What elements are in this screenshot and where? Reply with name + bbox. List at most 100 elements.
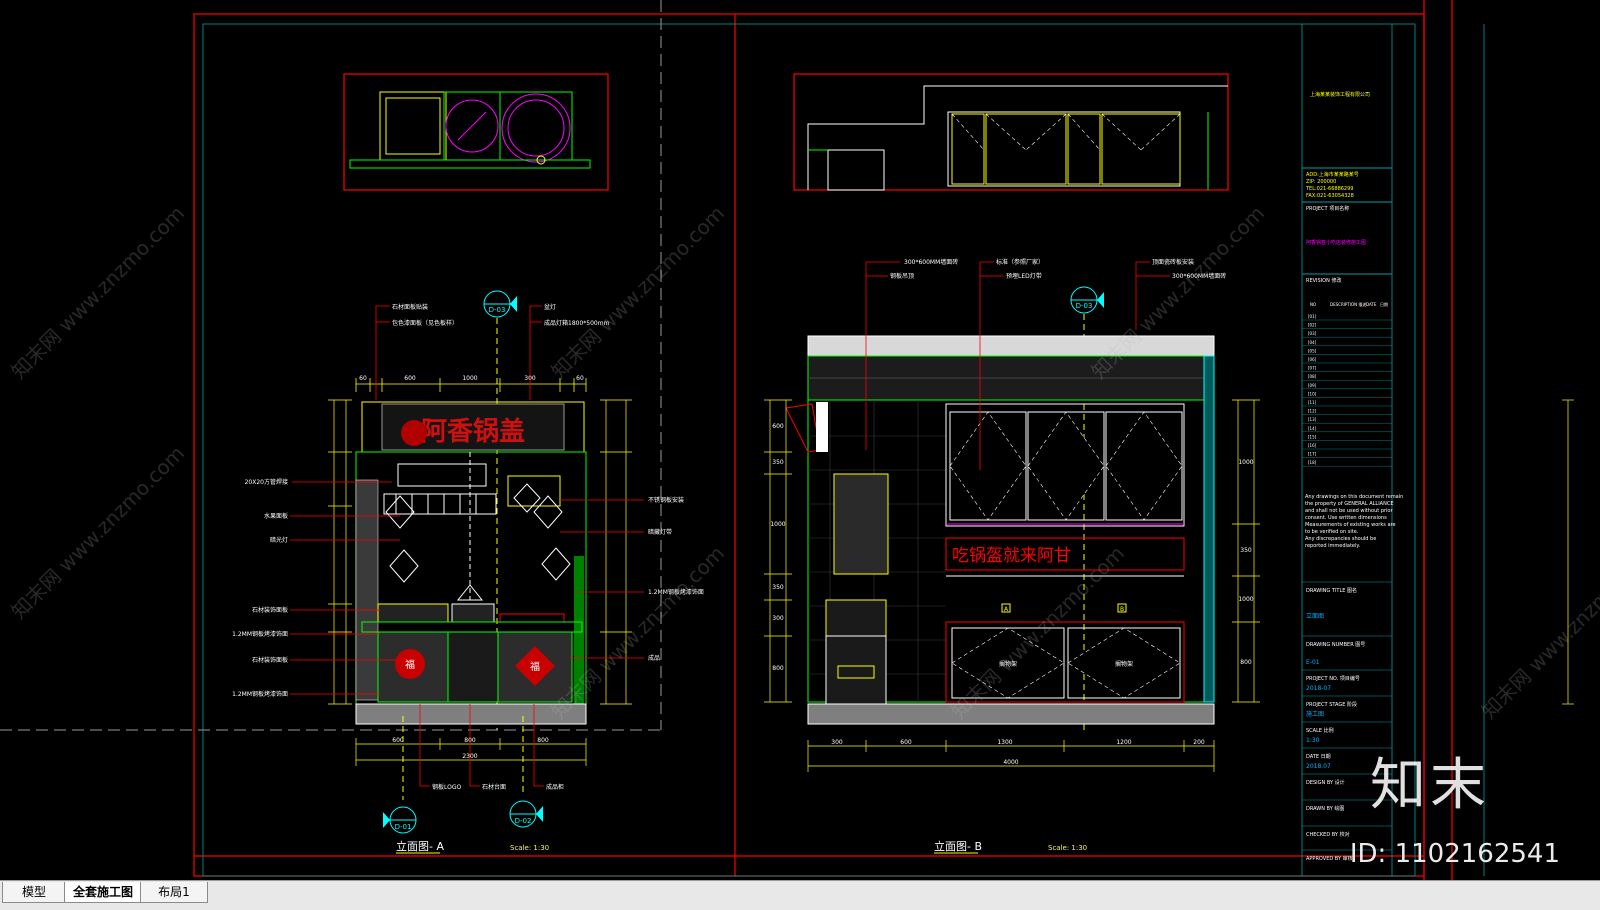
revision-row: [04] bbox=[1308, 340, 1317, 345]
svg-text:知末网 www.znzmo.com: 知末网 www.znzmo.com bbox=[7, 441, 189, 623]
svg-text:E-01: E-01 bbox=[1306, 659, 1320, 666]
svg-text:盆灯: 盆灯 bbox=[544, 303, 556, 311]
revision-row: [02] bbox=[1308, 323, 1317, 328]
svg-text:DATE 日期: DATE 日期 bbox=[1306, 754, 1331, 760]
revision-row: [08] bbox=[1308, 374, 1317, 379]
svg-text:石材台面: 石材台面 bbox=[482, 783, 506, 791]
callout-d03b-label: D-03 bbox=[1076, 302, 1093, 310]
revision-row: [17] bbox=[1308, 452, 1317, 457]
callout-d03-right: D-03 bbox=[1070, 286, 1104, 730]
tab-full-construction-drawings[interactable]: 全套施工图 bbox=[64, 882, 142, 903]
svg-text:APPROVED BY 审核: APPROVED BY 审核 bbox=[1306, 855, 1353, 862]
svg-text:钢板吊顶: 钢板吊顶 bbox=[890, 272, 914, 280]
svg-text:60: 60 bbox=[359, 375, 367, 382]
elevation-a-scale: Scale: 1:30 bbox=[510, 844, 549, 852]
callout-d02: D-02 bbox=[509, 716, 543, 828]
next-sheet-edge bbox=[1562, 399, 1574, 705]
svg-text:不锈钢板安装: 不锈钢板安装 bbox=[648, 496, 684, 504]
svg-text:预埋LED灯带: 预埋LED灯带 bbox=[1006, 272, 1042, 280]
svg-text:300: 300 bbox=[831, 739, 843, 746]
svg-text:2018-07: 2018-07 bbox=[1306, 685, 1331, 692]
svg-text:800: 800 bbox=[772, 665, 784, 672]
elevation-a: D-03 60 600 1000 300 60 阿香锅盖 bbox=[232, 290, 704, 854]
revision-row: [03] bbox=[1308, 331, 1317, 336]
watermark-id: ID: 1102162541 bbox=[1349, 839, 1560, 869]
svg-text:1200: 1200 bbox=[1116, 739, 1131, 746]
svg-text:钢板LOGO: 钢板LOGO bbox=[432, 783, 462, 791]
svg-text:350: 350 bbox=[1240, 547, 1252, 554]
svg-text:A: A bbox=[1004, 606, 1009, 613]
svg-text:DESIGN BY 设计: DESIGN BY 设计 bbox=[1306, 779, 1345, 786]
svg-text:TEL:021-66886299: TEL:021-66886299 bbox=[1305, 186, 1353, 192]
revision-row: [15] bbox=[1308, 434, 1317, 439]
svg-text:DRAWN BY 绘图: DRAWN BY 绘图 bbox=[1306, 805, 1344, 812]
svg-text:日期: 日期 bbox=[1380, 301, 1388, 307]
callout-d01-label: D-01 bbox=[395, 823, 412, 831]
svg-text:ZIP: 200000: ZIP: 200000 bbox=[1306, 179, 1336, 185]
watermark-logo: 知末 bbox=[1370, 753, 1490, 818]
callout-d03-label: D-03 bbox=[489, 306, 506, 314]
revision-row: [13] bbox=[1308, 417, 1317, 422]
revision-row: [12] bbox=[1308, 409, 1317, 414]
svg-text:1000: 1000 bbox=[1238, 459, 1253, 466]
svg-text:PROJECT NO. 项目编号: PROJECT NO. 项目编号 bbox=[1306, 675, 1360, 682]
svg-text:200: 200 bbox=[1193, 739, 1205, 746]
revision-row: [09] bbox=[1308, 383, 1317, 388]
svg-text:600: 600 bbox=[392, 737, 404, 744]
sign-text: 阿香锅盖 bbox=[421, 416, 525, 447]
revision-row: [01] bbox=[1308, 314, 1317, 319]
svg-text:FAX:021-63054328: FAX:021-63054328 bbox=[1306, 193, 1354, 199]
tab-model[interactable]: 模型 bbox=[2, 882, 66, 903]
revision-row: [11] bbox=[1308, 400, 1317, 405]
svg-text:1.2MM钢板烤漆饰面: 1.2MM钢板烤漆饰面 bbox=[232, 690, 288, 698]
title-block: 上海某某装饰工程有限公司 ADD:上海市某某路某号 ZIP: 200000 TE… bbox=[1302, 91, 1403, 862]
svg-text:NO: NO bbox=[1310, 302, 1316, 307]
svg-text:立面图: 立面图 bbox=[1306, 612, 1324, 620]
callout-d01: D-01 bbox=[383, 716, 417, 834]
svg-text:阿香锅盔小吃店装修施工图: 阿香锅盔小吃店装修施工图 bbox=[1306, 239, 1366, 246]
svg-text:800: 800 bbox=[1240, 659, 1252, 666]
svg-text:350: 350 bbox=[772, 584, 784, 591]
svg-text:知末网 www.znzmo.com: 知末网 www.znzmo.com bbox=[547, 201, 729, 383]
svg-text:Measurements of existing works: Measurements of existing works are bbox=[1305, 522, 1396, 528]
revision-row: [07] bbox=[1308, 366, 1317, 371]
svg-text:consent. Use written dimension: consent. Use written dimensions bbox=[1305, 515, 1387, 521]
revision-row: [16] bbox=[1308, 443, 1317, 448]
svg-text:Any drawings on this document: Any drawings on this document remain bbox=[1305, 494, 1403, 500]
svg-text:石材装饰面板: 石材装饰面板 bbox=[252, 656, 288, 664]
inner-frame bbox=[202, 23, 1485, 877]
svg-text:DRAWING TITLE 图名: DRAWING TITLE 图名 bbox=[1306, 587, 1357, 594]
svg-text:包色漆面板（见色板样）: 包色漆面板（见色板样） bbox=[392, 319, 458, 327]
svg-text:DESCRIPTION 描述: DESCRIPTION 描述 bbox=[1330, 301, 1366, 307]
svg-text:1.2MM钢板烤漆饰面: 1.2MM钢板烤漆饰面 bbox=[232, 630, 288, 638]
plan-view-b bbox=[793, 73, 1229, 191]
revision-row: [06] bbox=[1308, 357, 1317, 362]
svg-text:成品柜: 成品柜 bbox=[546, 783, 564, 791]
svg-text:60: 60 bbox=[576, 375, 584, 382]
svg-text:350: 350 bbox=[772, 459, 784, 466]
cad-drawing-canvas[interactable]: D-03 60 600 1000 300 60 阿香锅盖 bbox=[0, 0, 1600, 880]
elevation-b: D-03 bbox=[764, 258, 1260, 854]
tab-layout1[interactable]: 布局1 bbox=[140, 882, 208, 903]
revision-row: [14] bbox=[1308, 426, 1317, 431]
svg-text:4000: 4000 bbox=[1003, 759, 1018, 766]
elevation-b-title: 立面图- B bbox=[934, 839, 982, 853]
svg-text:暗光灯: 暗光灯 bbox=[270, 536, 288, 544]
svg-text:知末网 www.znzmo.com: 知末网 www.znzmo.com bbox=[947, 541, 1129, 723]
svg-text:to be verified on site.: to be verified on site. bbox=[1305, 529, 1359, 535]
revision-row: [18] bbox=[1308, 460, 1317, 465]
svg-text:2018.07: 2018.07 bbox=[1306, 763, 1331, 770]
svg-text:暗藏灯带: 暗藏灯带 bbox=[648, 528, 672, 536]
svg-text:石材装饰面板: 石材装饰面板 bbox=[252, 606, 288, 614]
svg-text:顶面瓷砖板安装: 顶面瓷砖板安装 bbox=[1152, 258, 1194, 266]
svg-text:1000: 1000 bbox=[1238, 596, 1253, 603]
svg-text:PROJECT STAGE 阶段: PROJECT STAGE 阶段 bbox=[1306, 701, 1357, 708]
banner-text: 吃锅盔就来阿甘 bbox=[952, 546, 1071, 566]
svg-text:标准（参照厂家）: 标准（参照厂家） bbox=[996, 258, 1044, 266]
svg-text:SCALE 比例: SCALE 比例 bbox=[1306, 727, 1334, 734]
svg-text:水果面板: 水果面板 bbox=[264, 512, 288, 520]
revision-row: [05] bbox=[1308, 348, 1317, 353]
plan-view-a bbox=[343, 73, 609, 191]
svg-text:石材面板贴装: 石材面板贴装 bbox=[392, 303, 428, 311]
svg-text:CHECKED BY 校对: CHECKED BY 校对 bbox=[1306, 831, 1350, 838]
